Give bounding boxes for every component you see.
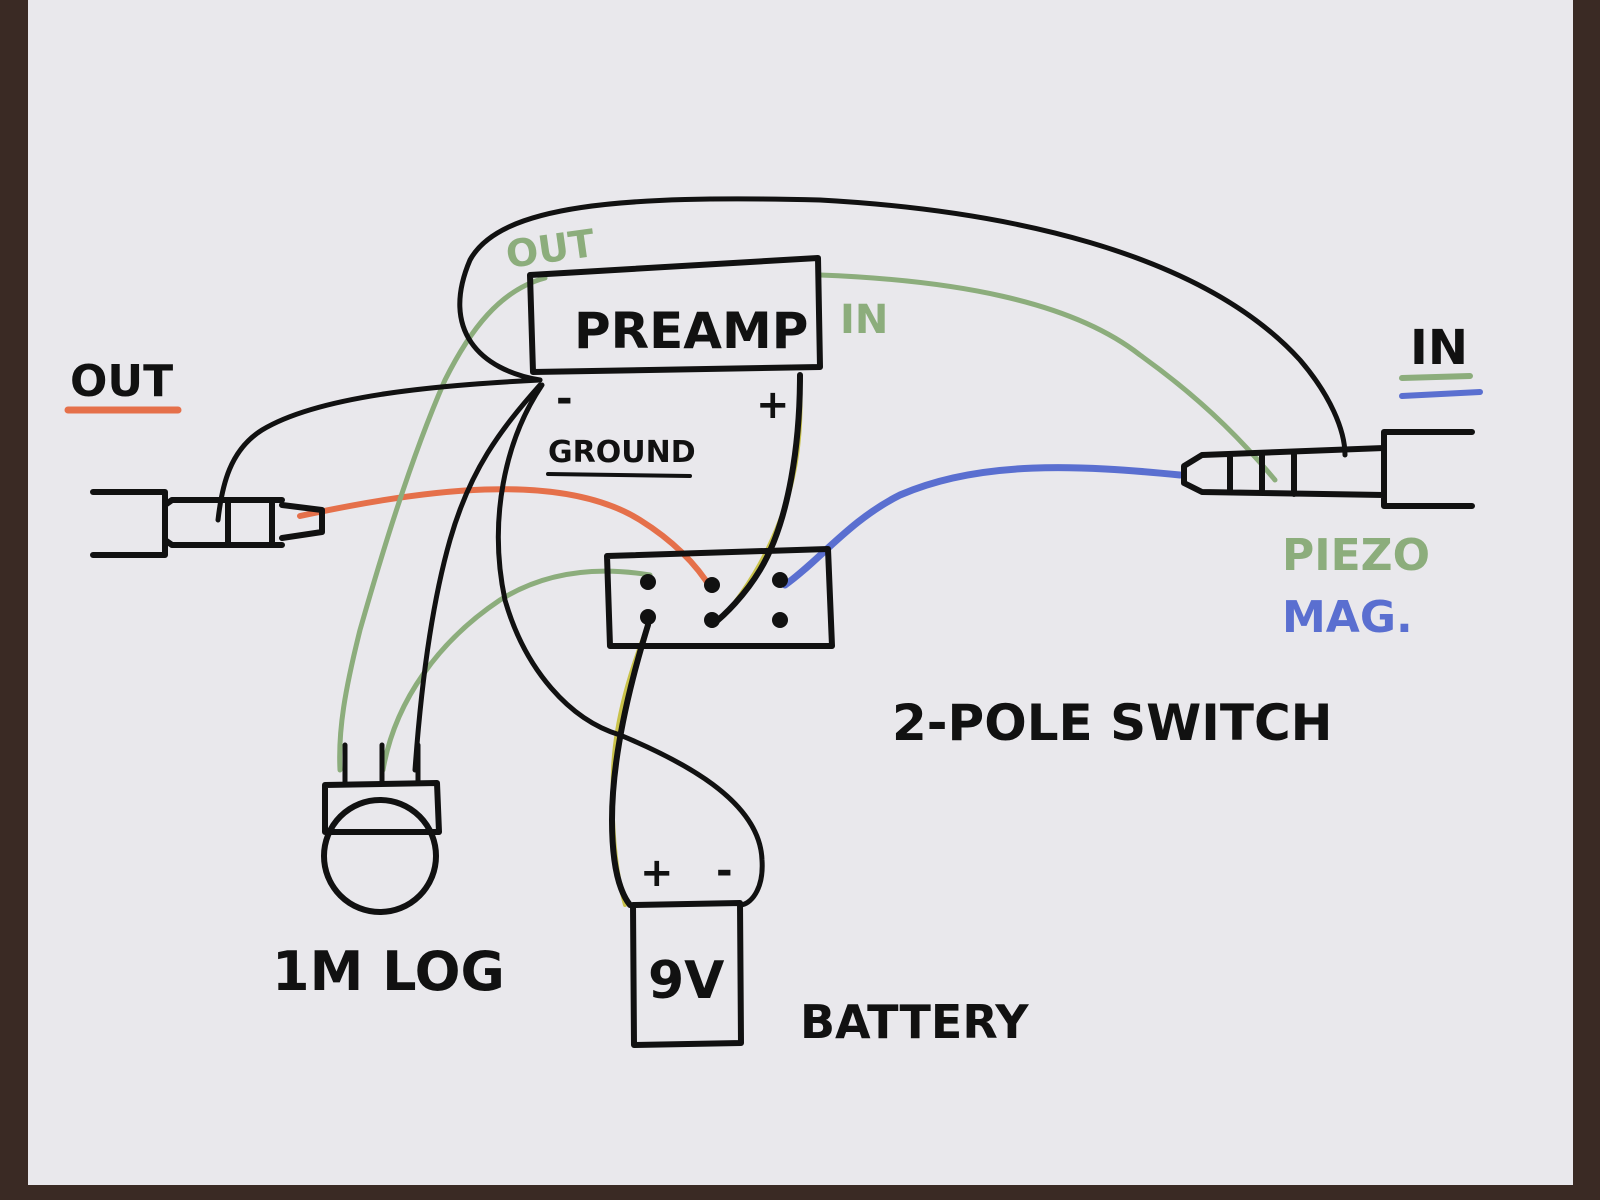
in-jack-label: IN	[1410, 320, 1468, 376]
out-jack-body	[90, 489, 325, 558]
switch-terminals	[640, 572, 788, 628]
green-wire-pot	[380, 568, 653, 773]
switch-terminal	[704, 612, 720, 628]
battery-plus: +	[640, 850, 674, 896]
preamp-title: PREAMP	[574, 302, 808, 360]
preamp-plus: +	[756, 382, 790, 428]
orange-wire	[297, 486, 715, 593]
battery-voltage: 9V	[648, 951, 724, 1011]
pot-lugs	[342, 742, 421, 785]
mag-label: MAG.	[1282, 592, 1413, 643]
green-wire-in	[817, 272, 1278, 483]
black-ground-battery	[495, 382, 765, 908]
out-jack-label: OUT	[70, 356, 173, 407]
switch-box	[604, 546, 835, 649]
switch-terminal	[640, 574, 656, 590]
preamp-in-label: IN	[840, 297, 888, 343]
in-underline-green	[1399, 373, 1473, 381]
ground-underline	[546, 472, 692, 478]
pot-label: 1M LOG	[272, 940, 505, 1003]
switch-terminal	[772, 612, 788, 628]
piezo-label: PIEZO	[1282, 530, 1430, 581]
switch-terminal	[772, 572, 788, 588]
black-ground-out	[215, 377, 543, 523]
switch-terminal	[640, 609, 656, 625]
black-ground-pot	[412, 382, 543, 773]
pot-body	[322, 780, 442, 835]
switch-label: 2-POLE SWITCH	[892, 694, 1333, 752]
battery-minus: -	[716, 848, 733, 894]
blue-wire	[781, 464, 1184, 589]
in-jack-body	[1181, 429, 1475, 509]
black-battery-plus-wire	[609, 622, 651, 908]
battery-label: BATTERY	[800, 995, 1029, 1049]
switch-terminal	[704, 577, 720, 593]
ground-label: GROUND	[548, 435, 696, 470]
green-wire-out	[337, 275, 548, 773]
preamp-minus: -	[556, 376, 573, 422]
black-loop-wire	[457, 196, 1348, 458]
preamp-box	[527, 255, 823, 375]
in-underline-blue	[1399, 389, 1483, 399]
battery-body	[630, 900, 744, 1048]
pot-knob	[321, 797, 439, 915]
